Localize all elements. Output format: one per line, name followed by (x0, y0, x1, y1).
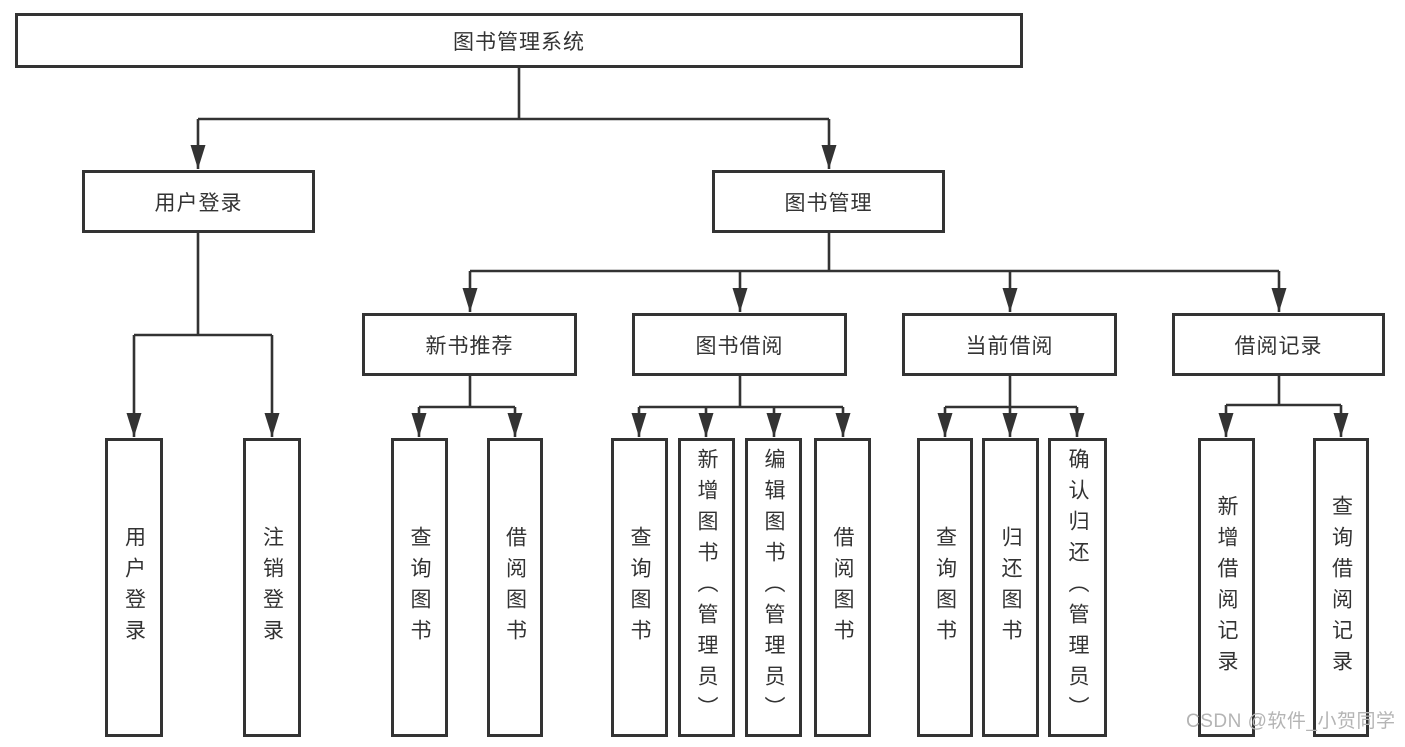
leaf-user-login-label: 用户登录 (122, 525, 146, 650)
leaf-current-confirm-return-admin: 确认归还（管理员） (1048, 438, 1107, 737)
leaf-borrow-add-books-admin: 新增图书（管理员） (678, 438, 735, 737)
leaf-recommend-query-books-label: 查询图书 (408, 525, 431, 650)
leaf-borrow-borrow-books: 借阅图书 (814, 438, 871, 737)
node-book-borrow: 图书借阅 (632, 313, 847, 376)
leaf-records-add-borrow-record: 新增借阅记录 (1198, 438, 1255, 737)
leaf-recommend-borrow-books: 借阅图书 (487, 438, 543, 737)
leaf-current-query-books-label: 查询图书 (933, 525, 957, 650)
leaf-logout: 注销登录 (243, 438, 301, 737)
leaf-records-query-borrow-record: 查询借阅记录 (1313, 438, 1369, 737)
leaf-borrow-query-books-label: 查询图书 (628, 525, 651, 650)
leaf-records-add-borrow-record-label: 新增借阅记录 (1215, 494, 1238, 681)
leaf-user-login: 用户登录 (105, 438, 163, 737)
leaf-records-query-borrow-record-label: 查询借阅记录 (1329, 494, 1353, 681)
leaf-current-confirm-return-admin-label: 确认归还（管理员） (1066, 448, 1089, 727)
leaf-borrow-borrow-books-label: 借阅图书 (831, 525, 854, 650)
node-book-management: 图书管理 (712, 170, 945, 233)
leaf-borrow-edit-books-admin: 编辑图书（管理员） (745, 438, 802, 737)
leaf-borrow-edit-books-admin-label: 编辑图书（管理员） (762, 448, 785, 727)
leaf-current-query-books: 查询图书 (917, 438, 973, 737)
leaf-recommend-borrow-books-label: 借阅图书 (503, 525, 527, 650)
leaf-current-return-books: 归还图书 (982, 438, 1039, 737)
leaf-borrow-add-books-admin-label: 新增图书（管理员） (695, 448, 718, 727)
leaf-current-return-books-label: 归还图书 (999, 525, 1022, 650)
connector-trunks (134, 68, 1341, 409)
node-new-book-recommend: 新书推荐 (362, 313, 577, 376)
leaf-borrow-query-books: 查询图书 (611, 438, 668, 737)
leaf-recommend-query-books: 查询图书 (391, 438, 448, 737)
csdn-watermark: CSDN @软件_小贺同学 (1186, 711, 1396, 732)
node-library-management-system: 图书管理系统 (15, 13, 1023, 68)
node-user-login: 用户登录 (82, 170, 315, 233)
node-current-borrow: 当前借阅 (902, 313, 1117, 376)
node-borrow-records: 借阅记录 (1172, 313, 1385, 376)
leaf-logout-label: 注销登录 (260, 525, 284, 650)
